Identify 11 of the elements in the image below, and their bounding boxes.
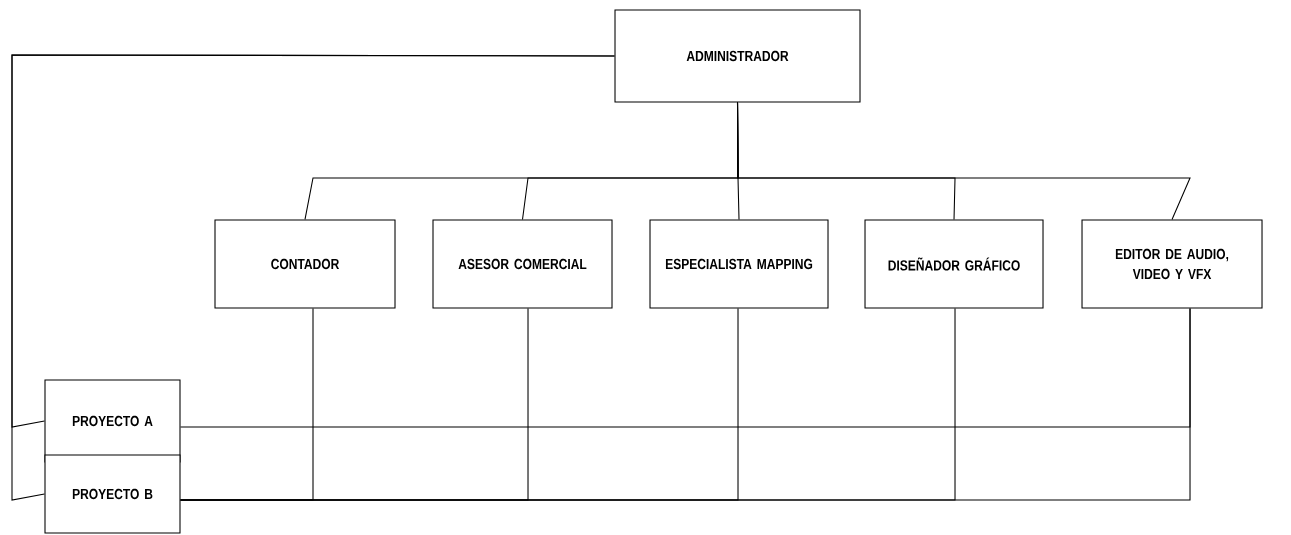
connector-line bbox=[11, 54, 615, 501]
project-box: PROYECTO B bbox=[44, 454, 181, 534]
connector-line bbox=[736, 102, 1191, 220]
role-box: DISEÑADOR GRÁFICO bbox=[864, 219, 1044, 309]
role-box: ADMINISTRADOR bbox=[614, 9, 861, 103]
role-box: ASESOR COMERCIAL bbox=[432, 219, 613, 309]
role-box: ESPECIALISTA MAPPING bbox=[649, 219, 829, 309]
role-box: EDITOR DE AUDIO, VIDEO Y VFX bbox=[1081, 219, 1263, 309]
project-box: PROYECTO A bbox=[44, 379, 181, 463]
role-box: CONTADOR bbox=[214, 219, 396, 309]
connector-line bbox=[180, 308, 1191, 501]
